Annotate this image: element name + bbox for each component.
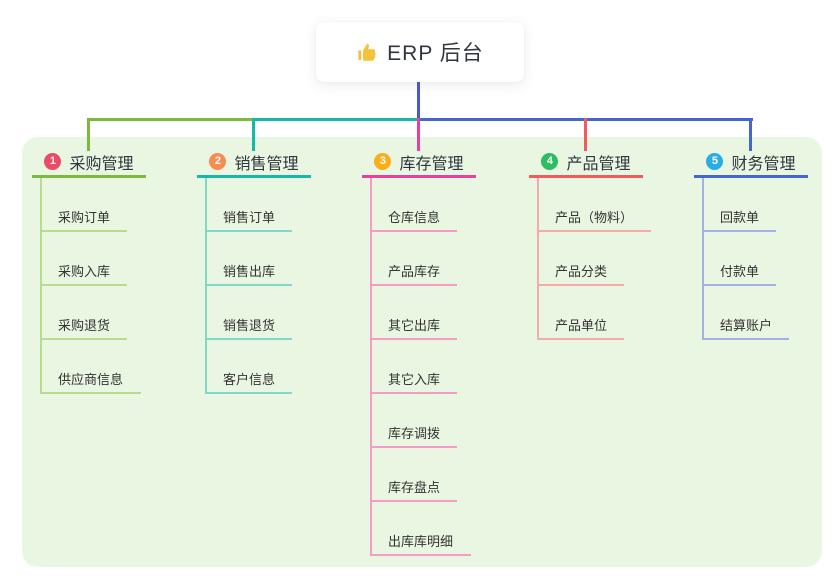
child-connector-line xyxy=(205,392,292,394)
child-connector-line xyxy=(370,500,457,502)
branch-drop-line xyxy=(87,118,90,151)
branch-badge: 5 xyxy=(706,153,724,170)
root-node[interactable]: ERP 后台 xyxy=(316,22,524,82)
branch-underline xyxy=(32,175,146,178)
child-connector-line xyxy=(537,230,651,232)
child-connector-line xyxy=(205,230,292,232)
child-connector-line xyxy=(40,392,141,394)
child-node[interactable]: 库存调拨 xyxy=(388,426,441,441)
child-node[interactable]: 销售退货 xyxy=(223,318,276,333)
branch-node-3[interactable]: 3 库存管理 xyxy=(362,148,476,175)
branch-node-1[interactable]: 1 采购管理 xyxy=(32,148,146,175)
child-node[interactable]: 其它出库 xyxy=(388,318,441,333)
branch-badge: 3 xyxy=(374,153,392,170)
branch-badge: 2 xyxy=(209,153,227,170)
child-node[interactable]: 采购退货 xyxy=(58,318,111,333)
branch-underline xyxy=(694,175,808,178)
branch-badge: 4 xyxy=(541,153,559,170)
child-connector-line xyxy=(702,338,789,340)
branch-drop-line xyxy=(584,118,587,151)
branch-trunk-line xyxy=(40,178,42,394)
child-node[interactable]: 产品单位 xyxy=(555,318,608,333)
child-node[interactable]: 出库库明细 xyxy=(388,534,454,549)
branch-drop-line xyxy=(417,118,420,151)
branch-trunk-line xyxy=(537,178,539,340)
child-connector-line xyxy=(40,338,127,340)
branch-trunk-line xyxy=(205,178,207,394)
child-node[interactable]: 采购订单 xyxy=(58,210,111,225)
child-connector-line xyxy=(40,284,127,286)
child-node[interactable]: 产品（物料） xyxy=(555,210,634,225)
mindmap-canvas-background xyxy=(22,137,822,567)
branch-underline xyxy=(529,175,643,178)
child-node[interactable]: 仓库信息 xyxy=(388,210,441,225)
child-node[interactable]: 其它入库 xyxy=(388,372,441,387)
child-connector-line xyxy=(702,284,776,286)
child-node[interactable]: 产品分类 xyxy=(555,264,608,279)
branch-trunk-line xyxy=(702,178,704,340)
branch-drop-line xyxy=(749,118,752,151)
branch-node-label: 采购管理 xyxy=(69,155,134,173)
child-node[interactable]: 采购入库 xyxy=(58,264,111,279)
child-node[interactable]: 销售出库 xyxy=(223,264,276,279)
branch-underline xyxy=(362,175,476,178)
branch-drop-line xyxy=(252,118,255,151)
child-connector-line xyxy=(370,230,457,232)
root-connector-line xyxy=(417,82,420,121)
branch-node-5[interactable]: 5 财务管理 xyxy=(694,148,808,175)
branch-badge: 1 xyxy=(44,153,62,170)
child-connector-line xyxy=(370,338,457,340)
branch-node-2[interactable]: 2 销售管理 xyxy=(197,148,311,175)
root-node-label: ERP 后台 xyxy=(387,42,484,65)
child-connector-line xyxy=(370,446,457,448)
branch-underline xyxy=(197,175,311,178)
thumbs-up-icon xyxy=(356,41,378,63)
child-node[interactable]: 结算账户 xyxy=(720,318,773,333)
branch-node-4[interactable]: 4 产品管理 xyxy=(529,148,643,175)
child-node[interactable]: 销售订单 xyxy=(223,210,276,225)
child-node[interactable]: 客户信息 xyxy=(223,372,276,387)
child-connector-line xyxy=(370,554,471,556)
child-connector-line xyxy=(40,230,127,232)
child-node[interactable]: 付款单 xyxy=(720,264,760,279)
child-node[interactable]: 产品库存 xyxy=(388,264,441,279)
branch-node-label: 库存管理 xyxy=(399,155,464,173)
bus-line-left xyxy=(88,118,256,121)
branch-node-label: 销售管理 xyxy=(234,155,299,173)
child-connector-line xyxy=(370,392,457,394)
bus-line-mid xyxy=(253,118,421,121)
branch-node-label: 产品管理 xyxy=(566,155,631,173)
child-connector-line xyxy=(370,284,457,286)
child-connector-line xyxy=(537,338,624,340)
child-node[interactable]: 回款单 xyxy=(720,210,760,225)
branch-node-label: 财务管理 xyxy=(731,155,796,173)
child-connector-line xyxy=(205,284,292,286)
child-connector-line xyxy=(205,338,292,340)
child-node[interactable]: 供应商信息 xyxy=(58,372,124,387)
child-connector-line xyxy=(702,230,776,232)
child-node[interactable]: 库存盘点 xyxy=(388,480,441,495)
branch-trunk-line xyxy=(370,178,372,556)
child-connector-line xyxy=(537,284,624,286)
